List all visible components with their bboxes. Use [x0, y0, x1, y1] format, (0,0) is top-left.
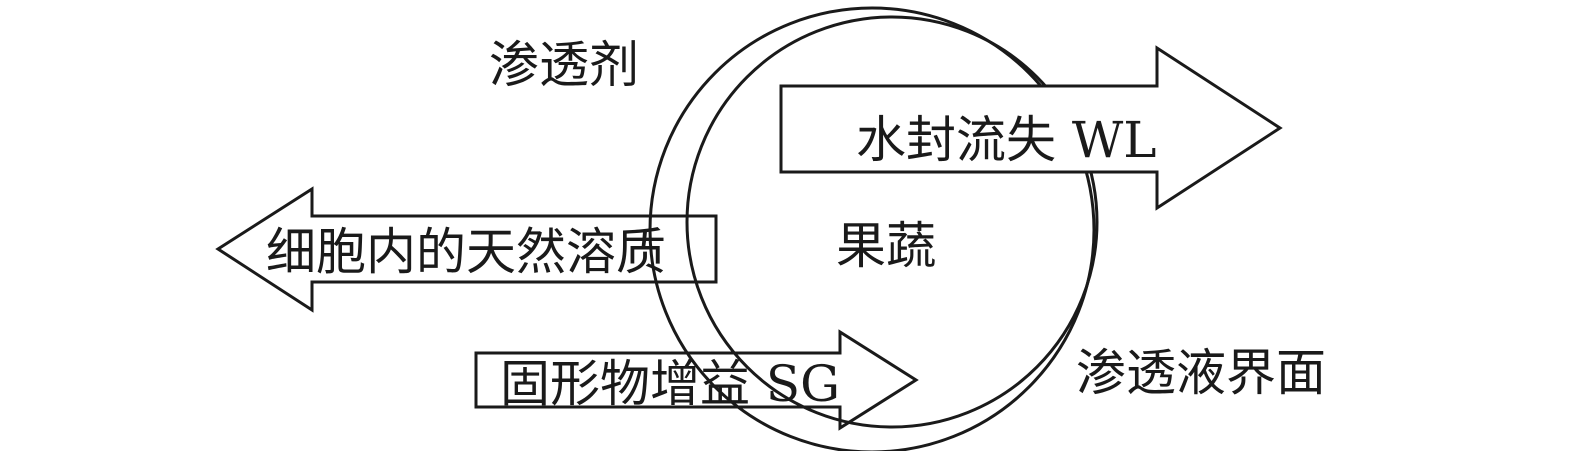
- solution-interface-label: 渗透液界面: [1076, 344, 1326, 402]
- natural-solutes-label: 细胞内的天然溶质: [266, 223, 666, 281]
- water-loss-arrow: [779, 45, 1283, 211]
- produce-label: 果蔬: [836, 217, 936, 275]
- produce-circle: [685, 15, 1099, 429]
- natural-solutes-arrow: [215, 186, 718, 313]
- penetrant-label: 渗透剂: [489, 36, 639, 94]
- solution-interface-circle: [648, 6, 1096, 451]
- water-loss-label: 水封流失 WL: [856, 111, 1157, 169]
- solid-gain-arrow: [474, 329, 919, 431]
- solid-gain-label: 固形物增益 SG: [500, 355, 840, 413]
